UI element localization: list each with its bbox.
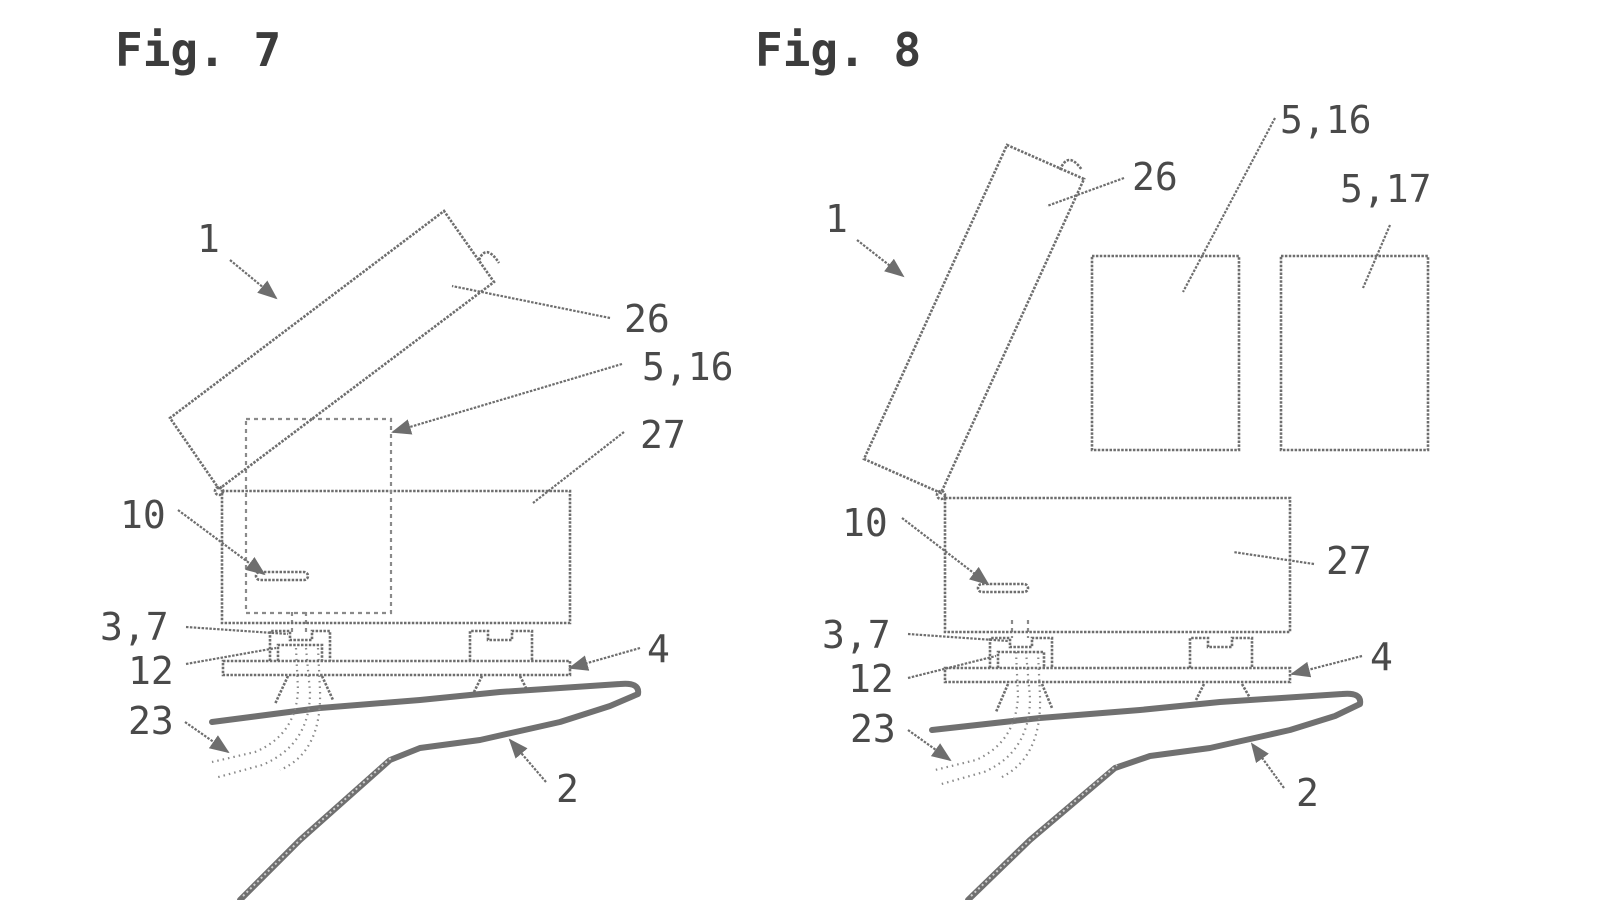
module-5-17-fig8: [1279, 254, 1430, 452]
cable-23-fig8: [934, 651, 1042, 787]
plug-hidden-fig8: [1010, 620, 1030, 638]
label-connector-fig8: 3,7: [822, 613, 891, 657]
housing-27: [220, 489, 572, 625]
label-device-fig8: 1: [825, 197, 848, 241]
leader-2-fig8: [1250, 742, 1285, 789]
figure-8: Fig. 8: [755, 23, 1432, 900]
label-latch-fig7: 12: [128, 649, 174, 693]
label-base-plate-fig8: 4: [1370, 635, 1393, 679]
support-right: [472, 675, 529, 693]
label-cable-fig8: 23: [850, 707, 896, 751]
cable-23: [211, 647, 322, 780]
slot-10-fig8: [976, 582, 1030, 594]
leader-12-fig8: [907, 654, 997, 680]
lid-26: [168, 209, 501, 497]
label-housing-fig7: 27: [640, 413, 686, 457]
label-module-a-fig7: 5,16: [642, 345, 734, 389]
leader-27-fig7: [532, 431, 625, 504]
label-module-a-fig8: 5,16: [1280, 98, 1372, 142]
leader-23-fig8: [907, 729, 952, 762]
foot-right: [468, 629, 534, 661]
label-base-plate-fig7: 4: [647, 627, 670, 671]
label-lid-fig7: 26: [624, 297, 670, 341]
latch-12-fig8: [996, 650, 1046, 668]
leader-10-fig7: [177, 509, 266, 576]
leader-23-fig7: [184, 721, 230, 754]
leader-26-fig7: [451, 284, 611, 320]
leader-4-fig8: [1290, 654, 1363, 678]
leader-12-fig7: [185, 646, 277, 666]
label-slot-fig7: 10: [120, 493, 166, 537]
figure-7: Fig. 7: [100, 23, 734, 900]
label-surface-fig8: 2: [1296, 771, 1319, 815]
label-device-fig7: 1: [197, 217, 220, 261]
lid-26-fig8: [862, 143, 1086, 501]
connector-3-7: [268, 629, 332, 661]
base-plate-4: [221, 659, 572, 677]
latch-12: [276, 643, 324, 661]
leader-5-16-fig7: [391, 362, 623, 435]
leader-26-fig8: [1046, 176, 1125, 208]
slot-10: [254, 570, 310, 582]
label-surface-fig7: 2: [556, 767, 579, 811]
module-5-16: [244, 417, 393, 615]
label-slot-fig8: 10: [842, 501, 888, 545]
module-5-16-fig8: [1090, 254, 1241, 452]
support-right-fig8: [1194, 683, 1252, 701]
label-latch-fig8: 12: [848, 657, 894, 701]
support-left-fig8: [994, 683, 1054, 713]
surface-2-fig8: [929, 690, 1364, 900]
support-left: [273, 675, 335, 705]
leader-2-fig7: [508, 738, 547, 783]
connector-3-7-fig8: [988, 636, 1054, 668]
housing-27-fig8: [943, 496, 1292, 634]
leader-1-fig8: [856, 239, 905, 278]
label-cable-fig7: 23: [128, 699, 174, 743]
leader-10-fig8: [901, 517, 990, 586]
leader-4-fig7: [568, 646, 641, 671]
label-lid-fig8: 26: [1132, 155, 1178, 199]
label-module-b-fig8: 5,17: [1340, 167, 1432, 211]
leader-3-7-fig7: [185, 625, 289, 636]
figure-8-title: Fig. 8: [755, 23, 921, 77]
foot-right-fig8: [1188, 636, 1254, 668]
leader-3-7-fig8: [907, 632, 1009, 643]
leader-1-fig7: [229, 259, 278, 300]
label-housing-fig8: 27: [1326, 539, 1372, 583]
base-plate-4-fig8: [943, 666, 1292, 684]
figure-7-title: Fig. 7: [115, 23, 281, 77]
leader-5-16-fig8: [1182, 117, 1276, 293]
surface-2: [209, 680, 642, 900]
label-connector-fig7: 3,7: [100, 605, 169, 649]
leader-27-fig8: [1232, 550, 1315, 566]
